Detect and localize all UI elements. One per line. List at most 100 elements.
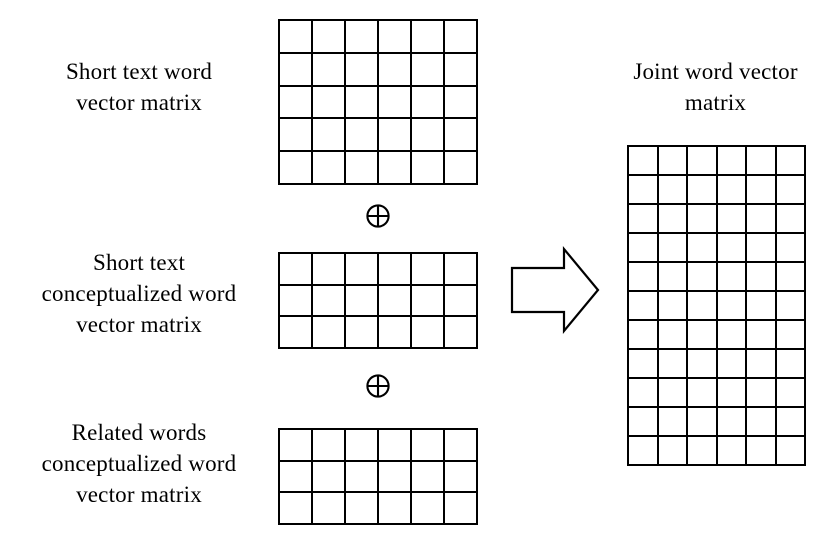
matrix-cell — [747, 408, 777, 437]
matrix-cell — [379, 86, 412, 120]
matrix-cell — [629, 176, 659, 205]
matrix-cell — [776, 147, 806, 176]
matrix-cell — [717, 234, 747, 263]
matrix-cell — [658, 176, 688, 205]
short-text-conceptualized-word-vector-matrix — [278, 252, 478, 349]
matrix-cell — [658, 292, 688, 321]
matrix-cell — [313, 317, 346, 349]
matrix-cell — [280, 53, 313, 87]
matrix-cell — [379, 152, 412, 185]
matrix-cell — [445, 53, 478, 87]
matrix-cell — [629, 263, 659, 292]
matrix-cell — [717, 176, 747, 205]
matrix-cell — [629, 292, 659, 321]
matrix-cell — [445, 493, 478, 525]
matrix-cell — [313, 285, 346, 318]
matrix-cell — [412, 461, 445, 494]
matrix-cell — [688, 292, 718, 321]
label-joint-word-vector-matrix: Joint word vector matrix — [633, 59, 798, 115]
matrix-cell — [280, 152, 313, 185]
matrix-cell — [379, 119, 412, 153]
matrix-cell — [445, 430, 478, 462]
matrix-cell — [412, 21, 445, 54]
matrix-cell — [776, 292, 806, 321]
matrix-cell — [629, 350, 659, 379]
matrix-cell — [280, 461, 313, 494]
matrix-cell — [379, 430, 412, 462]
matrix-cell — [688, 437, 718, 466]
matrix-cell — [688, 350, 718, 379]
matrix-cell — [412, 493, 445, 525]
matrix-cell — [346, 461, 379, 494]
matrix-cell — [445, 285, 478, 318]
matrix-cell — [776, 321, 806, 350]
joint-word-vector-matrix — [627, 145, 806, 466]
matrix-cell — [379, 285, 412, 318]
matrix-cell — [747, 437, 777, 466]
matrix-cell — [717, 292, 747, 321]
matrix-cell — [688, 263, 718, 292]
matrix-cell — [776, 437, 806, 466]
matrix-cell — [379, 461, 412, 494]
matrix-cell — [280, 119, 313, 153]
matrix-cell — [412, 285, 445, 318]
matrix-cell — [747, 263, 777, 292]
matrix-cell — [280, 493, 313, 525]
matrix-cell — [658, 437, 688, 466]
matrix-cell — [412, 86, 445, 120]
matrix-cell — [747, 205, 777, 234]
matrix-cell — [776, 205, 806, 234]
matrix-cell — [717, 379, 747, 408]
matrix-cell — [776, 176, 806, 205]
label-short-text-word-vector-matrix: Short text word vector matrix — [65, 59, 213, 115]
matrix-cell — [629, 205, 659, 234]
matrix-cell — [346, 86, 379, 120]
short-text-word-vector-matrix — [278, 19, 478, 185]
matrix-cell — [747, 147, 777, 176]
matrix-cell — [280, 21, 313, 54]
matrix-cell — [688, 408, 718, 437]
matrix-cell — [776, 263, 806, 292]
matrix-cell — [776, 350, 806, 379]
matrix-cell — [280, 285, 313, 318]
matrix-cell — [412, 119, 445, 153]
matrix-cell — [313, 119, 346, 153]
matrix-cell — [629, 321, 659, 350]
matrix-cell — [445, 152, 478, 185]
matrix-cell — [313, 21, 346, 54]
circled-plus-icon-1 — [365, 203, 391, 229]
matrix-cell — [346, 254, 379, 286]
matrix-cell — [379, 21, 412, 54]
matrix-cell — [688, 176, 718, 205]
matrix-cell — [717, 408, 747, 437]
matrix-cell — [313, 461, 346, 494]
matrix-cell — [629, 437, 659, 466]
matrix-cell — [313, 86, 346, 120]
circled-plus-icon-2 — [365, 373, 391, 399]
matrix-cell — [313, 430, 346, 462]
matrix-cell — [629, 147, 659, 176]
matrix-cell — [658, 408, 688, 437]
matrix-cell — [412, 254, 445, 286]
matrix-cell — [412, 317, 445, 349]
matrix-cell — [313, 53, 346, 87]
matrix-cell — [747, 350, 777, 379]
matrix-cell — [747, 292, 777, 321]
matrix-cell — [776, 408, 806, 437]
matrix-cell — [346, 53, 379, 87]
matrix-cell — [658, 321, 688, 350]
matrix-cell — [747, 234, 777, 263]
matrix-cell — [280, 430, 313, 462]
label-short-text-conceptualized-word-vector-matrix: Short text conceptualized word vector ma… — [41, 250, 237, 337]
matrix-cell — [280, 317, 313, 349]
matrix-cell — [629, 234, 659, 263]
label-related-words-conceptualized-word-vector-matrix: Related words conceptualized word vector… — [41, 420, 237, 507]
matrix-cell — [776, 379, 806, 408]
matrix-cell — [688, 234, 718, 263]
matrix-cell — [717, 205, 747, 234]
matrix-cell — [717, 437, 747, 466]
matrix-cell — [688, 321, 718, 350]
matrix-cell — [412, 53, 445, 87]
matrix-cell — [346, 152, 379, 185]
